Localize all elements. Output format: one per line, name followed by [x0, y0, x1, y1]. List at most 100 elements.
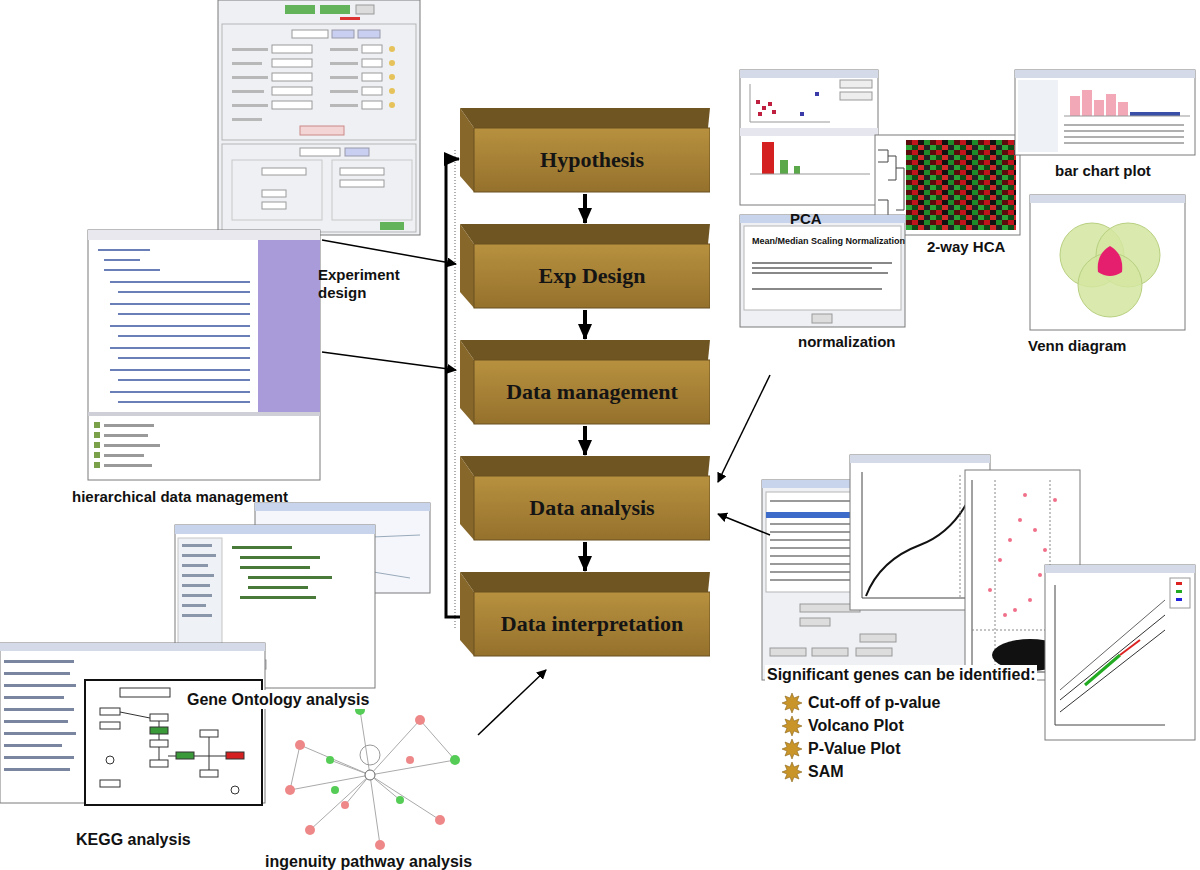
illustration-part: [248, 586, 308, 589]
illustration-part: [262, 168, 306, 175]
box-front: Exp Design: [474, 244, 710, 308]
illustration-part: [262, 202, 286, 209]
illustration-part: [1118, 102, 1128, 116]
illustration-part: [94, 462, 100, 468]
caption-label: normalization: [798, 333, 896, 351]
illustration-part: [104, 434, 148, 437]
illustration-part: [988, 588, 992, 592]
illustration-part: [362, 59, 382, 67]
illustration-part: [972, 480, 973, 672]
illustration-part: [175, 525, 375, 534]
box-front: Hypothesis: [474, 128, 710, 192]
illustration-part: [998, 558, 1002, 562]
illustration-part: [332, 30, 354, 38]
illustration-part: [1064, 116, 1190, 117]
illustration-part: [104, 424, 160, 467]
illustration-part: [362, 45, 382, 53]
illustration-part: [182, 544, 216, 617]
illustration-part: [110, 369, 250, 371]
illustration-part: [258, 240, 320, 412]
process-box: Data management: [460, 340, 710, 426]
illustration-part: [995, 480, 996, 672]
illustration-part: [231, 786, 239, 794]
box-side-face: [460, 456, 474, 540]
illustration-part: [232, 48, 268, 51]
illustration-part: [740, 128, 878, 136]
illustration-part: [159, 747, 160, 760]
illustration-part: [218, 0, 420, 235]
illustration-part: [200, 730, 218, 737]
illustration-part: [718, 514, 770, 535]
illustration-part: [740, 70, 878, 205]
caption-label: P-Value Plot: [808, 739, 900, 758]
box-side-face: [460, 108, 474, 192]
illustration-part: [240, 566, 310, 569]
illustration-part: [110, 281, 250, 283]
illustration-part: [1053, 498, 1057, 502]
illustration-part: [331, 786, 339, 794]
box-front-face: [474, 592, 710, 656]
illustration-part: [4, 672, 70, 675]
illustration-part: [1120, 640, 1140, 655]
illustration-part: [906, 140, 1016, 230]
illustration-part: [4, 720, 68, 723]
illustration-part: [750, 122, 830, 123]
illustration-part: [88, 230, 320, 480]
illustration-part: [4, 732, 76, 735]
illustration-part: [1015, 70, 1195, 155]
illustration-part: [435, 815, 445, 825]
illustration-part: [360, 745, 380, 765]
caption-label: Volcano Plot: [808, 716, 904, 735]
illustration-part: [94, 452, 100, 458]
illustration-part: [762, 142, 774, 174]
illustration-part: [1082, 90, 1092, 116]
pca-window: [740, 70, 878, 205]
illustration-part: [1176, 598, 1182, 601]
illustration-part: [232, 546, 292, 549]
illustration-part: [322, 240, 456, 264]
caption-label: Experiment design: [318, 266, 428, 302]
illustration-part: [856, 648, 892, 656]
illustration-part: [4, 768, 70, 771]
illustration-part: [389, 74, 395, 80]
illustration-part: [272, 87, 312, 95]
illustration-part: [232, 160, 322, 220]
flow-arrow: [446, 159, 460, 617]
illustration-part: [770, 604, 896, 656]
illustration-part: [740, 215, 905, 223]
illustration-part: [182, 554, 216, 557]
illustration-part: [860, 634, 896, 642]
illustration-part: [1170, 578, 1190, 608]
illustration-part: [1030, 195, 1185, 203]
illustration-part: [1013, 608, 1017, 612]
box-front: Data analysis: [474, 476, 710, 540]
illustration-part: [1033, 528, 1037, 532]
illustration-part: [4, 660, 76, 771]
illustration-part: [106, 712, 239, 794]
caption-label: ingenuity pathway analysis: [265, 852, 472, 870]
illustration-part: [100, 708, 218, 787]
illustration-part: [106, 756, 114, 764]
box-top-face: [460, 108, 710, 128]
illustration-part: [176, 752, 194, 759]
illustration-part: [878, 150, 904, 224]
illustration-part: [226, 752, 244, 759]
illustration-part: [285, 785, 295, 795]
illustration-part: [300, 745, 370, 775]
illustration-part: [159, 734, 160, 740]
illustration-part: [182, 604, 206, 607]
illustration-part: [94, 422, 100, 428]
box-label: Data management: [506, 379, 678, 405]
illustration-part: [4, 756, 74, 759]
illustration-part: [1018, 80, 1058, 152]
illustration-part: [120, 712, 150, 718]
illustration-part: [272, 45, 382, 109]
illustration-part: [182, 614, 212, 617]
illustration-part: [762, 106, 766, 110]
illustration-part: [1070, 90, 1128, 116]
illustration-part: [362, 101, 382, 109]
box-label: Data interpretation: [501, 611, 683, 637]
illustration-part: [752, 262, 892, 264]
illustration-part: [794, 166, 800, 174]
illustration-part: [200, 770, 218, 777]
